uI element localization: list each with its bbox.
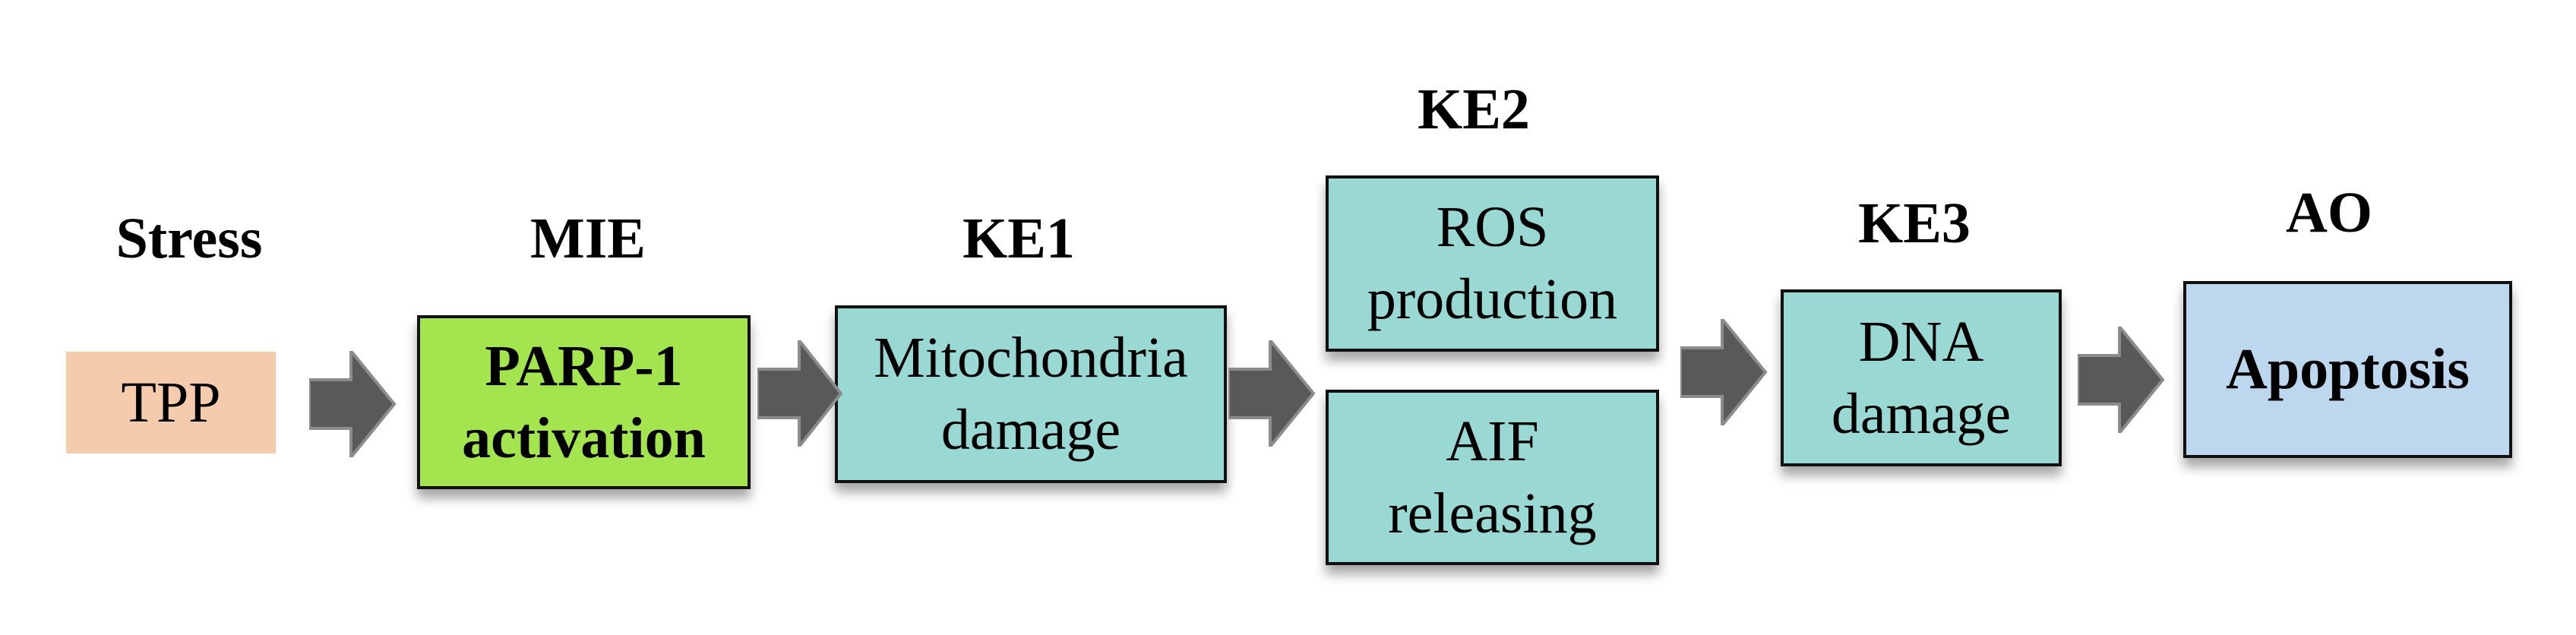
node-aif-text: AIF releasing — [1388, 409, 1597, 545]
stage-label-ke3: KE3 — [1858, 191, 1971, 255]
node-apoptosis: Apoptosis — [2183, 281, 2512, 458]
node-dna-text: DNA damage — [1831, 309, 2012, 446]
node-mitochondria-damage: Mitochondria damage — [835, 305, 1227, 483]
arrow-ke2-to-ke3 — [1680, 319, 1768, 425]
node-aif-releasing: AIF releasing — [1326, 390, 1659, 565]
arrow-ke3-to-ao — [2078, 327, 2165, 433]
stage-label-mie: MIE — [530, 207, 646, 270]
node-dna-damage: DNA damage — [1781, 289, 2062, 466]
node-parp1-activation: PARP-1 activation — [417, 315, 751, 489]
node-tpp-text: TPP — [121, 370, 221, 434]
node-mitochondria-text: Mitochondria damage — [874, 326, 1188, 462]
node-apoptosis-text: Apoptosis — [2226, 337, 2470, 401]
stage-label-ao: AO — [2286, 181, 2372, 245]
node-ros-text: ROS production — [1367, 195, 1618, 331]
node-ros-production: ROS production — [1326, 175, 1659, 352]
stage-label-stress: Stress — [115, 207, 263, 270]
arrow-stress-to-mie — [309, 351, 397, 457]
arrow-mie-to-ke1 — [757, 340, 842, 447]
arrow-ke1-to-ke2 — [1228, 340, 1316, 447]
stage-label-ke1: KE1 — [962, 207, 1075, 270]
node-parp1-text: PARP-1 activation — [462, 333, 706, 470]
node-tpp: TPP — [66, 352, 276, 453]
stage-label-ke2: KE2 — [1418, 77, 1530, 141]
